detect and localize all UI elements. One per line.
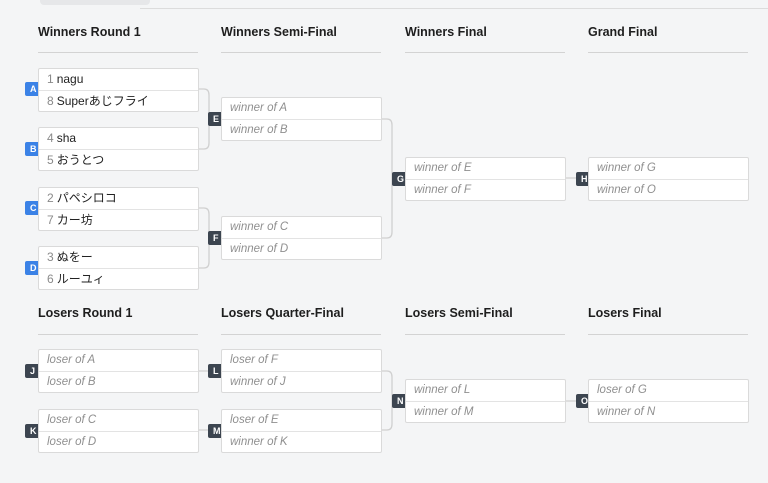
player-name: おうとつ bbox=[56, 153, 105, 167]
seed: 5 bbox=[47, 153, 54, 167]
round-title-winners-final: Winners Final bbox=[405, 25, 487, 39]
player-name: nagu bbox=[56, 72, 84, 86]
match-slot[interactable]: winner of N bbox=[589, 401, 748, 423]
player-name: パペシロコ bbox=[56, 191, 117, 205]
round-title-winners-semi: Winners Semi-Final bbox=[221, 25, 337, 39]
round-rule bbox=[405, 334, 565, 335]
seed: 2 bbox=[47, 191, 54, 205]
match-o[interactable]: loser of G winner of N bbox=[588, 379, 749, 423]
match-f[interactable]: winner of C winner of D bbox=[221, 216, 382, 260]
match-slot[interactable]: loser of F bbox=[230, 354, 278, 366]
round-rule bbox=[405, 52, 565, 53]
seed: 8 bbox=[47, 94, 54, 108]
match-slot[interactable]: loser of A bbox=[47, 354, 96, 366]
match-m[interactable]: loser of E winner of K bbox=[221, 409, 382, 453]
player-name: カー坊 bbox=[56, 213, 93, 227]
match-n[interactable]: winner of L winner of M bbox=[405, 379, 566, 423]
round-title-losers-r1: Losers Round 1 bbox=[38, 306, 133, 320]
match-slot[interactable]: winner of D bbox=[222, 238, 381, 260]
top-tab-edge bbox=[40, 0, 150, 5]
round-title-losers-qf: Losers Quarter-Final bbox=[221, 306, 344, 320]
match-slot[interactable]: winner of L bbox=[414, 384, 471, 396]
match-e[interactable]: winner of A winner of B bbox=[221, 97, 382, 141]
seed: 7 bbox=[47, 213, 54, 227]
seed: 1 bbox=[47, 72, 54, 86]
round-title-winners-r1: Winners Round 1 bbox=[38, 25, 141, 39]
match-slot[interactable]: winner of G bbox=[597, 162, 656, 174]
match-slot[interactable]: loser of E bbox=[230, 414, 279, 426]
match-g[interactable]: winner of E winner of F bbox=[405, 157, 566, 201]
top-divider bbox=[140, 8, 768, 9]
player-name: ルーユィ bbox=[56, 272, 105, 286]
match-slot[interactable]: loser of G bbox=[597, 384, 647, 396]
seed: 6 bbox=[47, 272, 54, 286]
match-slot[interactable]: winner of J bbox=[222, 371, 381, 393]
round-title-grand-final: Grand Final bbox=[588, 25, 658, 39]
match-slot[interactable]: winner of E bbox=[414, 162, 472, 174]
seed: 4 bbox=[47, 131, 54, 145]
player-name: sha bbox=[56, 131, 77, 145]
match-slot[interactable]: winner of F bbox=[406, 179, 565, 201]
match-j[interactable]: loser of A loser of B bbox=[38, 349, 199, 393]
round-title-losers-semi: Losers Semi-Final bbox=[405, 306, 513, 320]
match-slot[interactable]: winner of C bbox=[230, 221, 289, 233]
round-rule bbox=[588, 334, 748, 335]
round-rule bbox=[38, 334, 198, 335]
match-slot[interactable]: loser of D bbox=[39, 431, 198, 453]
match-slot[interactable]: loser of B bbox=[39, 371, 198, 393]
round-rule bbox=[221, 52, 381, 53]
round-rule bbox=[221, 334, 381, 335]
match-slot[interactable]: winner of A bbox=[230, 102, 288, 114]
match-slot[interactable]: winner of B bbox=[222, 119, 381, 141]
match-l[interactable]: loser of F winner of J bbox=[221, 349, 382, 393]
match-slot[interactable]: winner of M bbox=[406, 401, 565, 423]
match-slot[interactable]: winner of O bbox=[589, 179, 748, 201]
round-rule bbox=[38, 52, 198, 53]
round-rule bbox=[588, 52, 748, 53]
seed: 3 bbox=[47, 250, 54, 264]
round-title-losers-final: Losers Final bbox=[588, 306, 662, 320]
match-h[interactable]: winner of G winner of O bbox=[588, 157, 749, 201]
match-slot[interactable]: loser of C bbox=[47, 414, 97, 426]
player-name: ぬをー bbox=[56, 250, 93, 264]
player-name: Superあじフライ bbox=[56, 94, 149, 108]
match-k[interactable]: loser of C loser of D bbox=[38, 409, 199, 453]
match-slot[interactable]: winner of K bbox=[222, 431, 381, 453]
